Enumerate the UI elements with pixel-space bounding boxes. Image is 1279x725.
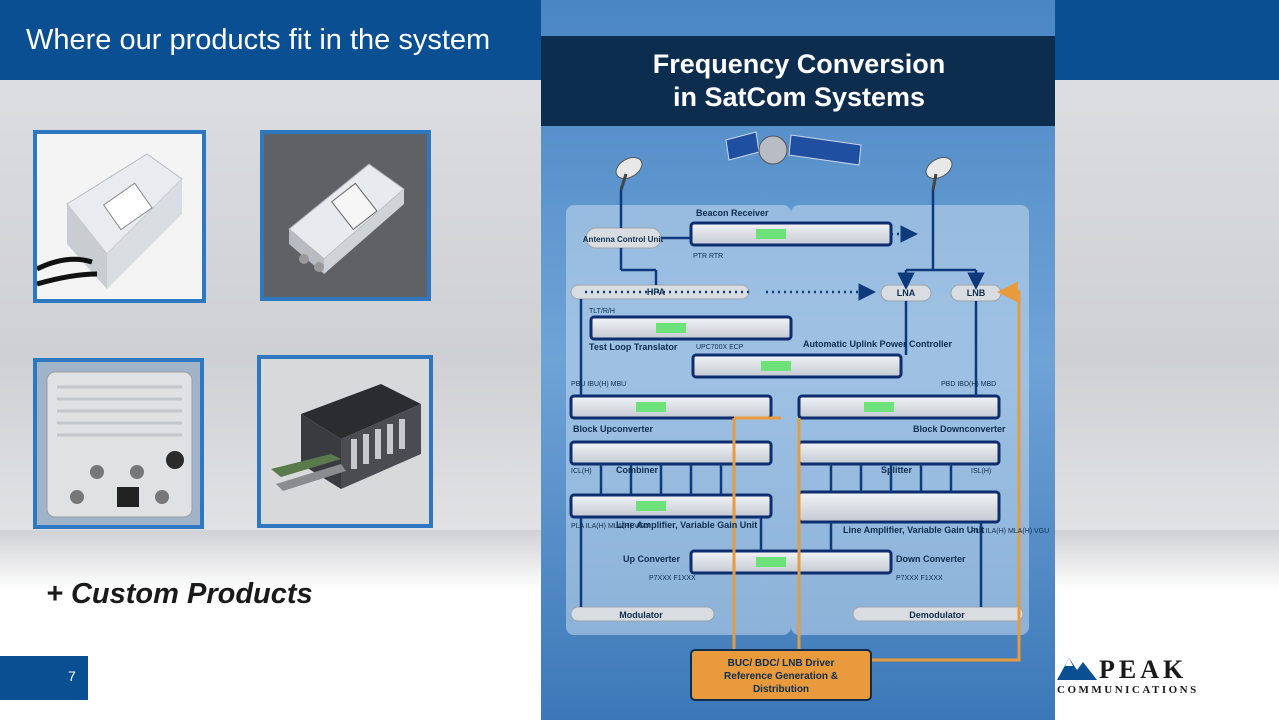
- slide-title: Where our products fit in the system: [26, 24, 491, 56]
- label-modulator: Modulator: [619, 610, 663, 620]
- label-pla-left: PLA ILA(H) MLA(H) VGU: [571, 523, 649, 530]
- logo-subtitle: COMMUNICATIONS: [1057, 684, 1199, 696]
- label-icl: ICL(H): [571, 468, 592, 475]
- label-antenna-control-unit: Antenna Control Unit: [583, 235, 664, 244]
- label-beacon-receiver: Beacon Receiver: [696, 208, 769, 218]
- buc-line1: BUC/ BDC/ LNB Driver: [728, 658, 835, 669]
- unit-auto-uplink-pc: [691, 353, 903, 379]
- unit-line-amp-right: [797, 490, 1001, 524]
- downlink-dish-icon: [925, 157, 953, 191]
- label-hpa: HPA: [647, 287, 666, 297]
- label-pla-right: PLA ILA(H) MLA(H) VGU: [971, 528, 1049, 535]
- unit-beacon-receiver: [689, 221, 893, 247]
- unit-splitter: [797, 440, 1001, 466]
- satellite-icon: [725, 131, 862, 166]
- label-splitter: Splitter: [881, 465, 913, 475]
- product-photo-outdoor-converter: [33, 358, 204, 529]
- label-block-downconverter: Block Downconverter: [913, 424, 1006, 434]
- uplink-dish-icon: [615, 157, 643, 191]
- peak-logo: PEAK COMMUNICATIONS: [1055, 652, 1265, 698]
- unit-line-amp-left: [569, 493, 773, 519]
- mountain-logo-icon: [1057, 658, 1097, 680]
- label-line-amp-right: Line Amplifier, Variable Gain Unit: [843, 525, 984, 535]
- custom-products-label: + Custom Products: [46, 578, 313, 610]
- label-lnb: LNB: [967, 288, 986, 298]
- label-p7-right: P7XXX F1XXX: [896, 575, 943, 582]
- label-line-amp-left: Line Amplifier, Variable Gain Unit: [616, 520, 757, 530]
- satcom-diagram-poster: Frequency Conversion in SatCom Systems A…: [541, 0, 1055, 720]
- label-combiner: Combiner: [616, 465, 659, 475]
- label-demodulator: Demodulator: [909, 610, 965, 620]
- label-isl: ISL(H): [971, 468, 991, 475]
- label-block-upconverter: Block Upconverter: [573, 424, 654, 434]
- buc-line2: Reference Generation &: [724, 671, 838, 682]
- logo-name: PEAK: [1099, 655, 1187, 684]
- product-photo-outdoor-enclosure: [33, 130, 206, 303]
- poster-title-line1: Frequency Conversion: [653, 49, 946, 79]
- label-p7-left: P7XXX F1XXX: [649, 575, 696, 582]
- page-number: 7: [68, 668, 76, 684]
- unit-up-down-converter: [689, 549, 893, 575]
- buc-line3: Distribution: [753, 684, 809, 695]
- unit-block-downconverter: [797, 394, 1001, 420]
- label-test-loop-translator: Test Loop Translator: [589, 342, 678, 352]
- label-lna: LNA: [897, 288, 916, 298]
- page-number-box: [0, 656, 88, 700]
- label-tlt: TLT/R/H: [589, 308, 615, 315]
- label-pbu: PBU IBU(H) MBU: [571, 381, 626, 388]
- label-auto-uplink: Automatic Uplink Power Controller: [803, 339, 953, 349]
- label-up-converter: Up Converter: [623, 554, 681, 564]
- unit-combiner: [569, 440, 773, 466]
- unit-test-loop-translator: [589, 315, 793, 341]
- poster-title-line2: in SatCom Systems: [673, 82, 925, 112]
- product-photo-compact-module: [260, 130, 431, 301]
- label-upc: UPC700X ECP: [696, 344, 744, 351]
- label-down-converter: Down Converter: [896, 554, 966, 564]
- product-photo-rack-chassis: [257, 355, 433, 528]
- label-pbd: PBD IBD(H) MBD: [941, 381, 996, 388]
- label-ptr-rtr: PTR RTR: [693, 253, 723, 260]
- unit-block-upconverter: [569, 394, 773, 420]
